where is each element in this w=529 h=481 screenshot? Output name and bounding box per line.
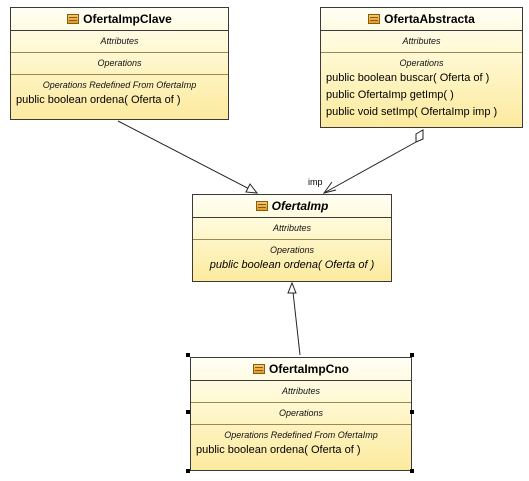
method: public boolean ordena( Oferta of ) xyxy=(196,444,361,456)
operations-compartment: Operations public boolean buscar( Oferta… xyxy=(321,53,522,121)
resize-handle-bottom-right[interactable] xyxy=(410,469,414,473)
operations-label: Operations xyxy=(269,245,315,255)
class-header: OfertaImpCno xyxy=(191,358,411,381)
attributes-compartment: Attributes xyxy=(11,31,228,53)
class-name: OfertaAbstracta xyxy=(384,12,475,26)
class-name: OfertaImpClave xyxy=(83,12,172,26)
class-icon xyxy=(67,14,80,24)
operations-label: Operations xyxy=(399,58,444,68)
aggregation-diamond xyxy=(415,129,424,143)
generalization-arrowhead xyxy=(287,281,297,294)
class-ofertaabstracta[interactable]: OfertaAbstracta Attributes Operations pu… xyxy=(320,7,523,128)
attributes-compartment: Attributes xyxy=(191,381,411,403)
operations-compartment: Operations Redefined From OfertaImp publ… xyxy=(11,75,228,109)
redefined-label: Operations Redefined From OfertaImp xyxy=(224,430,378,440)
operations-compartment: Operations public boolean ordena( Oferta… xyxy=(193,240,391,274)
class-header: OfertaAbstracta xyxy=(321,8,522,31)
attributes-compartment: Attributes xyxy=(321,31,522,53)
operations-label: Operations xyxy=(191,403,411,425)
class-header: OfertaImpClave xyxy=(11,8,228,31)
method: public boolean buscar( Oferta of ) xyxy=(326,72,490,84)
association-arrowhead xyxy=(322,181,337,194)
operations-label: Operations xyxy=(11,53,228,75)
method: public void setImp( OfertaImp imp ) xyxy=(326,106,498,118)
generalization-arrowhead xyxy=(245,183,259,194)
association-abstracta-to-imp xyxy=(323,141,417,194)
class-header: OfertaImp xyxy=(193,195,391,218)
class-icon xyxy=(252,364,265,374)
class-icon xyxy=(255,201,268,211)
attributes-compartment: Attributes xyxy=(193,218,391,240)
class-name: OfertaImpCno xyxy=(268,362,349,376)
method: public boolean ordena( Oferta of ) xyxy=(16,94,181,106)
method: public boolean ordena( Oferta of ) xyxy=(209,259,375,271)
resize-handle-bottom-left[interactable] xyxy=(186,469,190,473)
class-icon xyxy=(368,14,381,24)
class-ofertaimp[interactable]: OfertaImp Attributes Operations public b… xyxy=(192,194,392,282)
resize-handle-top-left[interactable] xyxy=(186,353,190,357)
class-ofertaimpclave[interactable]: OfertaImpClave Attributes Operations Ope… xyxy=(10,7,229,120)
class-name: OfertaImp xyxy=(271,199,329,213)
method: public OfertaImp getImp( ) xyxy=(326,89,454,101)
operations-compartment: Operations Redefined From OfertaImp publ… xyxy=(191,425,411,459)
association-role-label: imp xyxy=(308,177,323,187)
resize-handle-middle-right[interactable] xyxy=(410,410,414,414)
resize-handle-top-right[interactable] xyxy=(410,353,414,357)
resize-handle-middle-left[interactable] xyxy=(186,410,190,414)
redefined-label: Operations Redefined From OfertaImp xyxy=(42,80,197,90)
generalization-clave-to-imp xyxy=(117,120,258,194)
class-ofertaimpcno[interactable]: OfertaImpCno Attributes Operations Opera… xyxy=(190,357,412,471)
generalization-cno-to-imp xyxy=(291,282,301,356)
